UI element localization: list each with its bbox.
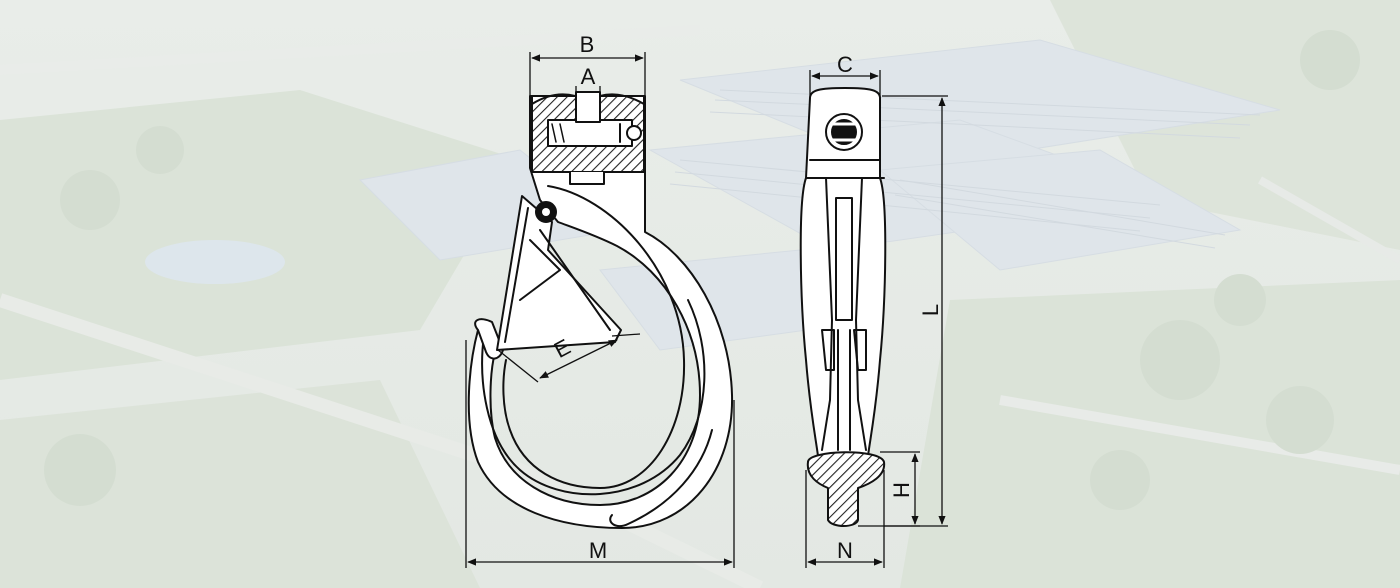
dimension-label-h: H xyxy=(889,482,914,498)
dimension-label-group: B A C L H M N E xyxy=(550,32,943,563)
dimension-lines xyxy=(465,52,948,568)
hook-side-view xyxy=(799,87,887,527)
pin-slot xyxy=(547,119,633,147)
dimension-label-b: B xyxy=(580,32,595,57)
safety-latch xyxy=(496,195,622,351)
dimension-label-c: C xyxy=(837,52,853,77)
hook-front-view xyxy=(467,91,734,529)
dimension-label-l: L xyxy=(918,304,943,316)
dimension-label-a: A xyxy=(581,64,596,89)
side-hatched-base xyxy=(806,451,886,527)
dimension-label-n: N xyxy=(837,538,853,563)
dimension-label-m: M xyxy=(589,538,607,563)
pin-end-icon xyxy=(626,125,642,141)
